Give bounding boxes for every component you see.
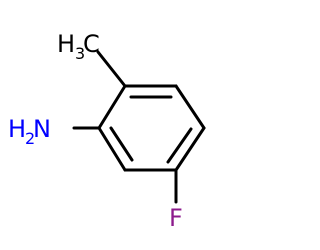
methyl-c: C xyxy=(83,30,100,58)
structure-canvas: H 3 C H 2 N F xyxy=(8,30,206,232)
methyl-h: H xyxy=(57,30,75,58)
methyl-subscript: 3 xyxy=(75,44,85,63)
bond-c3-c4-inner xyxy=(166,127,193,164)
atom-labels: H 3 C H 2 N F xyxy=(8,30,183,232)
bond-c6-c1 xyxy=(97,84,127,130)
molecule-diagram: H 3 C H 2 N F xyxy=(8,30,206,232)
bond-c5-c6-inner xyxy=(109,126,134,162)
bond-methyl xyxy=(96,50,127,88)
bond-c2-c3 xyxy=(174,84,206,130)
bond-c5-c6 xyxy=(97,126,127,172)
amine-n: N xyxy=(33,115,51,143)
bonds xyxy=(72,50,206,204)
amine-h: H xyxy=(8,115,26,143)
bond-c3-c4 xyxy=(174,126,206,172)
methyl-label: H xyxy=(57,30,75,58)
fluorine-label: F xyxy=(169,204,183,232)
amine-subscript: 2 xyxy=(25,129,35,148)
